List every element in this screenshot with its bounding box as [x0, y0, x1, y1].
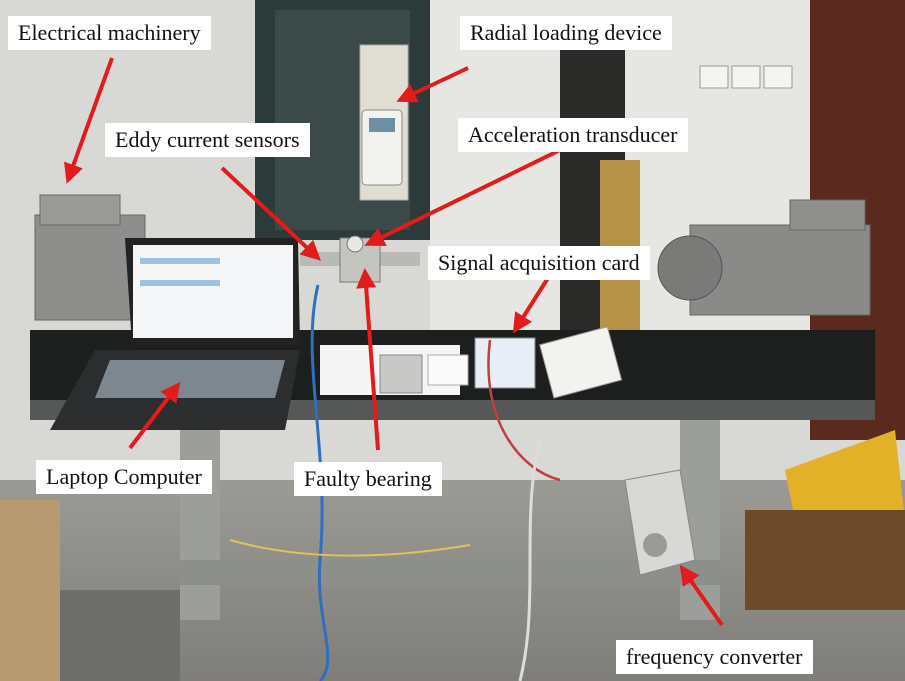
label-laptop-computer: Laptop Computer	[36, 460, 212, 494]
left-motor	[34, 214, 146, 321]
arrow-frequency-converter	[679, 564, 724, 627]
arrow-signal-card	[512, 276, 550, 334]
red-blue-cable	[487, 339, 561, 482]
wall-socket-2	[731, 65, 761, 89]
label-eddy-current-sensors: Eddy current sensors	[105, 123, 310, 157]
converter-fan	[643, 533, 667, 557]
laptop-screen-plot	[140, 258, 220, 264]
label-signal-acquisition-card: Signal acquisition card	[428, 246, 650, 280]
cardboard-box	[0, 500, 60, 681]
small-module	[379, 354, 423, 394]
keyboard-keys	[95, 360, 285, 398]
left-motor-box	[39, 194, 121, 226]
table-leg-left	[180, 420, 220, 620]
wall-socket-3	[763, 65, 793, 89]
label-radial-loading-device: Radial loading device	[460, 16, 672, 50]
laptop-screen-plot-2	[140, 280, 220, 286]
lower-shelf	[180, 560, 720, 585]
label-box	[427, 354, 469, 386]
right-motor-box	[789, 199, 866, 231]
power-strip	[539, 326, 623, 399]
frequency-converter-box	[624, 469, 696, 576]
arrow-acceleration	[364, 148, 561, 246]
arrow-electrical-machinery	[64, 57, 114, 184]
label-electrical-machinery: Electrical machinery	[8, 16, 211, 50]
right-motor-flange	[657, 235, 723, 301]
arrow-radial-loading	[396, 66, 469, 103]
blue-cable	[310, 284, 330, 681]
label-frequency-converter: frequency converter	[616, 640, 813, 674]
bottom-left-machine	[60, 590, 180, 681]
acquisition-card	[474, 337, 536, 389]
force-gauge-screen	[369, 118, 395, 132]
wooden-crate	[745, 510, 905, 610]
white-cable	[518, 439, 542, 681]
label-faulty-bearing: Faulty bearing	[294, 462, 442, 496]
arrow-faulty-bearing	[356, 268, 380, 451]
accelerometer	[346, 235, 364, 253]
arrow-eddy-current	[220, 166, 321, 261]
yellow-tube	[229, 539, 471, 557]
wall-socket-1	[699, 65, 729, 89]
label-acceleration-transducer: Acceleration transducer	[458, 118, 688, 152]
arrow-laptop	[128, 381, 181, 450]
